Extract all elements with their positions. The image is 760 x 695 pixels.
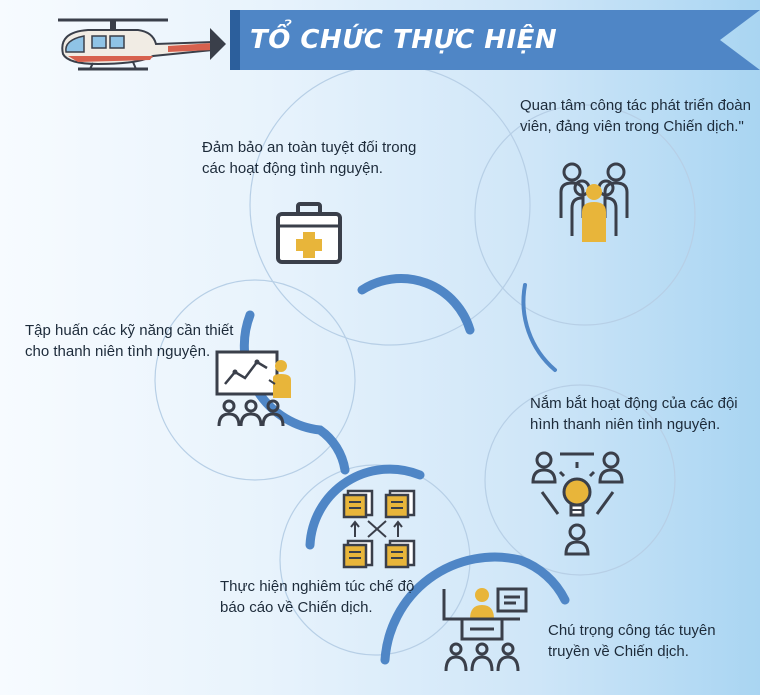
bold-arc (239, 310, 350, 475)
members-text: Quan tâm công tác phát triển đoàn viên, … (520, 95, 751, 137)
text-line: Quan tâm công tác phát triển đoàn (520, 97, 751, 114)
faint-circle (474, 104, 696, 326)
speaker-audience-icon (442, 587, 528, 672)
title-banner (230, 10, 760, 70)
text-line: Nắm bắt hoạt động của các đội (530, 395, 738, 412)
bold-arc (305, 464, 425, 550)
idea-team-icon (531, 451, 624, 556)
bold-arc (380, 552, 570, 665)
text-line: Tập huấn các kỹ năng cần thiết (25, 322, 234, 339)
faint-circle (484, 384, 676, 576)
text-line: Thực hiện nghiêm túc chế độ (220, 578, 415, 595)
text-line: Đảm bảo an toàn tuyệt đối trong (202, 139, 417, 156)
training-text: Tập huấn các kỹ năng cần thiết cho thanh… (25, 320, 233, 362)
safety-text: Đảm bảo an toàn tuyệt đối trong các hoạt… (202, 137, 416, 179)
text-line: viên, đảng viên trong Chiến dịch." (520, 118, 744, 135)
text-line: báo cáo về Chiến dịch. (220, 599, 373, 616)
text-line: cho thanh niên tình nguyện. (25, 343, 211, 360)
text-line: hình thanh niên tình nguyện. (530, 416, 721, 433)
helicopter-icon (58, 18, 226, 71)
text-line: Chú trọng công tác tuyên (548, 622, 716, 639)
text-line: các hoạt động tình nguyện. (202, 160, 383, 177)
page-title: TỔ CHỨC THỰC HIỆN (250, 25, 558, 55)
text-line: truyền về Chiến dịch. (548, 643, 689, 660)
document-flow-icon (342, 489, 416, 569)
training-presentation-icon (215, 350, 291, 427)
reporting-text: Thực hiện nghiêm túc chế độ báo cáo về C… (220, 576, 414, 618)
bold-arc (357, 274, 475, 335)
teams-text: Nắm bắt hoạt động của các đội hình thanh… (530, 393, 738, 435)
thin-arc (521, 283, 557, 372)
first-aid-kit-icon (276, 202, 342, 264)
communication-text: Chú trọng công tác tuyên truyền về Chiến… (548, 620, 716, 662)
faint-circle (154, 279, 356, 481)
group-people-icon (559, 162, 629, 242)
